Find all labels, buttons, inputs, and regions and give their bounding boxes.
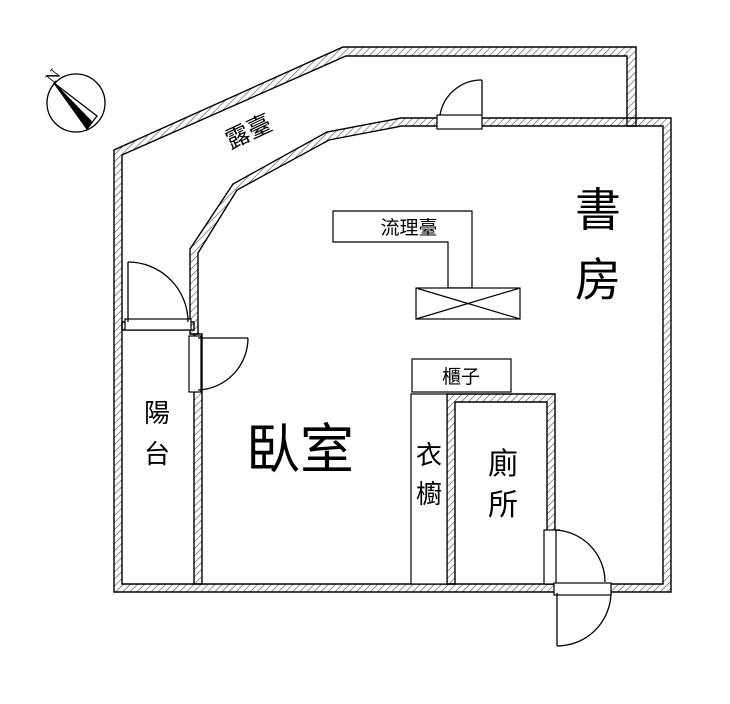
- bedroom-label: 臥室: [246, 418, 354, 481]
- door-study: [439, 79, 483, 116]
- toilet-label-line1: 廁: [488, 447, 518, 482]
- door-gap-balcony: [124, 318, 192, 331]
- door-gap-bedroom: [188, 335, 202, 393]
- balcony-divider-wall: [193, 333, 203, 585]
- balcony-label-line1: 陽: [144, 399, 170, 429]
- study-label-line2: 房: [575, 253, 621, 307]
- cabinet-label: 櫃子: [442, 366, 480, 388]
- door-gap-toilet: [543, 529, 557, 585]
- terrace-inner-wall: [189, 117, 637, 335]
- study-label-line1: 書: [575, 183, 621, 237]
- wardrobe-label-line1: 衣: [416, 441, 442, 471]
- cabinet: [411, 358, 512, 393]
- wardrobe: [410, 393, 448, 585]
- compass-arrow-half-icon: [54, 83, 92, 129]
- compass: N: [42, 66, 106, 133]
- sink-label: 流理臺: [380, 217, 437, 239]
- door-bedroom: [197, 337, 249, 391]
- door-toilet: [554, 529, 606, 583]
- balcony-label-line2: 台: [144, 440, 170, 470]
- door-gap-study: [436, 114, 483, 130]
- door-entrance: [556, 592, 612, 647]
- door-gap-entrance: [553, 582, 612, 596]
- door-balcony: [127, 261, 189, 323]
- wardrobe-label-line2: 櫥: [416, 480, 442, 510]
- terrace-label: 露臺: [221, 109, 276, 155]
- outer-wall: [113, 46, 672, 593]
- toilet-label-line2: 所: [488, 488, 518, 523]
- sink-basin: [415, 287, 521, 320]
